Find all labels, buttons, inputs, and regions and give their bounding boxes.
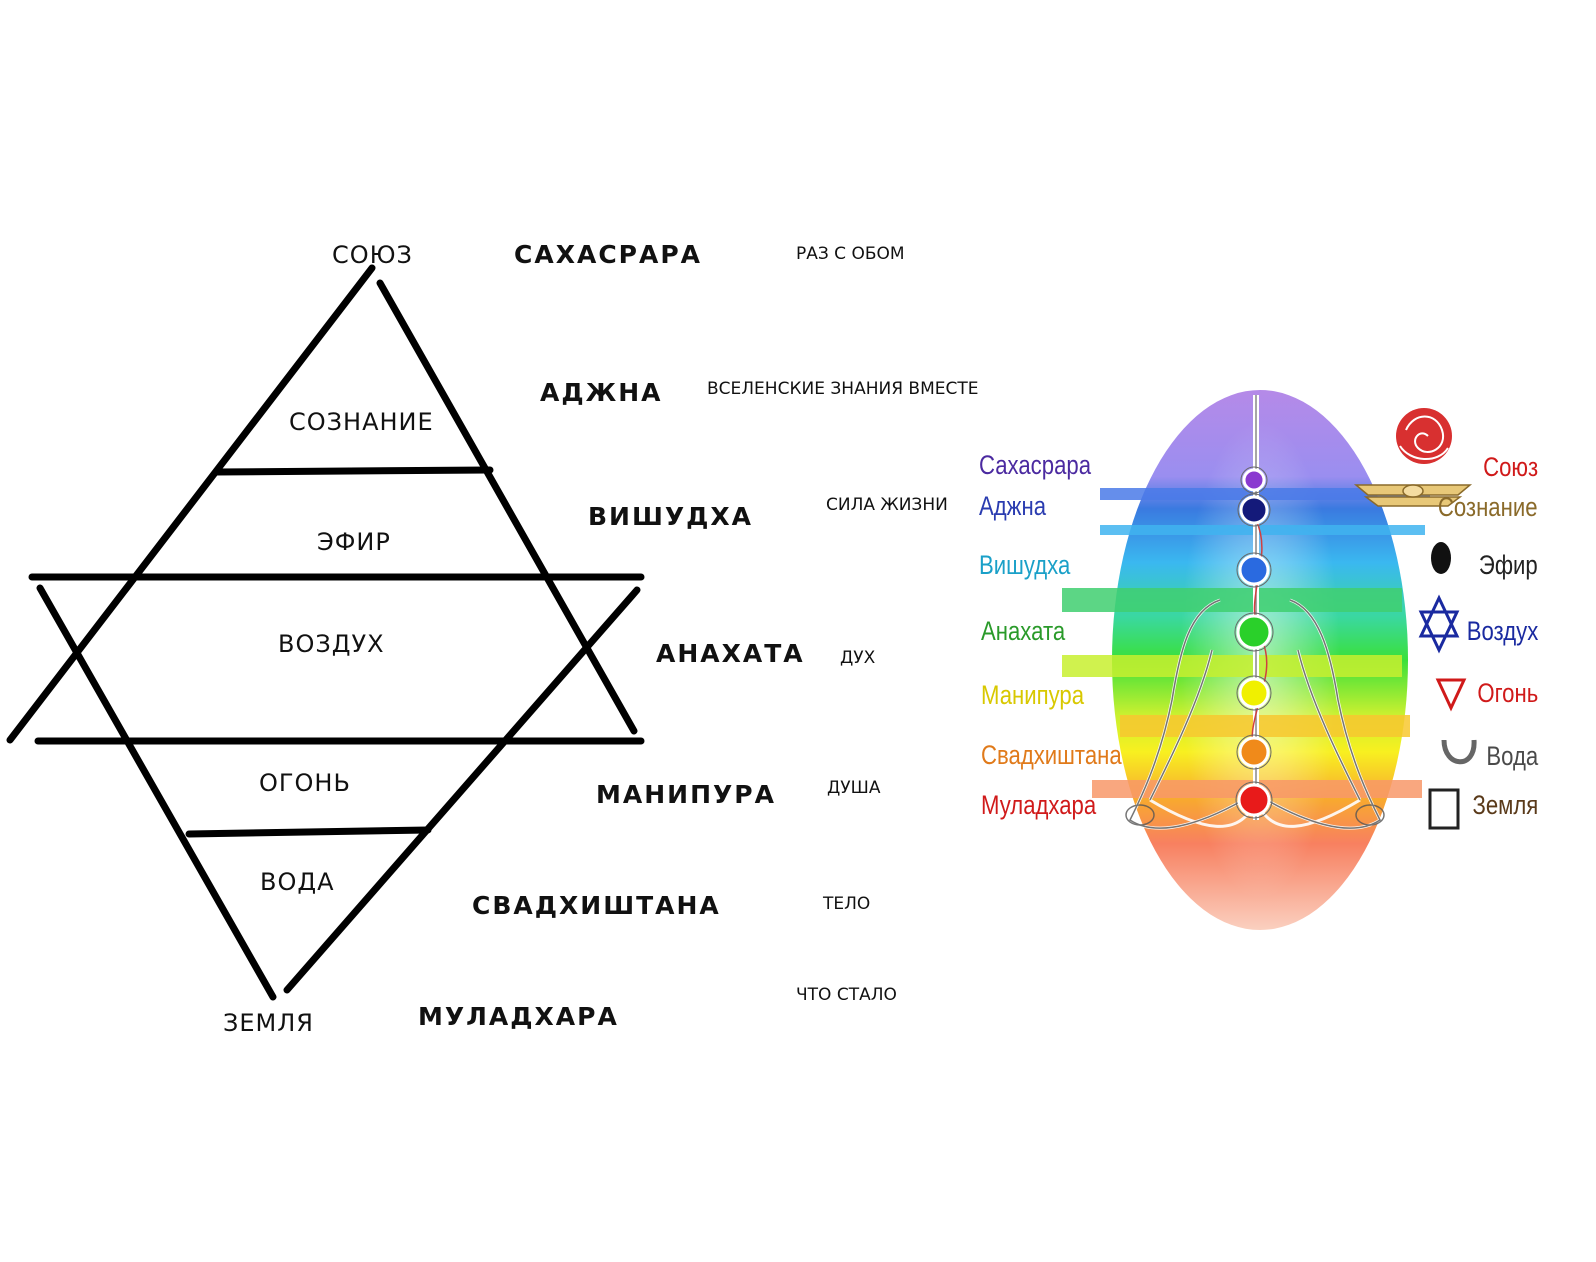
chakra-desc-muladhara: ЧТО СТАЛО bbox=[796, 985, 897, 1005]
pic-label-sahasrara: Сахасрара bbox=[979, 450, 1092, 480]
chakra-name-muladhara: МУЛАДХАРА bbox=[418, 1002, 619, 1031]
chakra-desc-anahata: ДУХ bbox=[840, 648, 876, 668]
chakra-name-svadhisthana: СВАДХИШТАНА bbox=[472, 891, 721, 920]
upper-triangle-left-edge bbox=[6, 264, 376, 744]
triangle-down-icon bbox=[1435, 678, 1467, 712]
label-water: ВОДА bbox=[260, 868, 335, 896]
chakra-point-manipura bbox=[1238, 677, 1270, 709]
pic-label-union: Союз bbox=[1482, 452, 1538, 482]
pic-label-ether: Эфир bbox=[1479, 550, 1538, 580]
chakra-point-svadhisthana bbox=[1238, 736, 1270, 768]
label-air: ВОЗДУХ bbox=[278, 630, 385, 658]
label-earth: ЗЕМЛЯ bbox=[223, 1009, 314, 1037]
label-union: СОЮЗ bbox=[332, 241, 413, 269]
label-fire: ОГОНЬ bbox=[259, 769, 351, 797]
ether-dot-icon bbox=[1431, 542, 1451, 574]
lower-triangle-left-edge bbox=[36, 584, 277, 1001]
pic-label-earth: Земля bbox=[1472, 790, 1538, 820]
chakra-desc-vishuddha: СИЛА ЖИЗНИ bbox=[826, 495, 948, 515]
pic-label-anahata: Анахата bbox=[981, 616, 1066, 646]
rose-icon bbox=[1396, 408, 1452, 464]
chakra-name-manipura: МАНИПУРА bbox=[596, 780, 776, 809]
hexagram-icon bbox=[1418, 594, 1460, 654]
chakra-points bbox=[1236, 468, 1272, 817]
triangle-diagram bbox=[6, 264, 645, 1001]
chakra-name-anahata: АНАХАТА bbox=[656, 639, 805, 668]
pic-label-manipura: Манипура bbox=[981, 680, 1085, 710]
pic-label-water: Вода bbox=[1486, 741, 1538, 771]
meditating-figure bbox=[1128, 598, 1382, 830]
chakra-desc-manipura: ДУША bbox=[827, 778, 881, 798]
chakra-point-vishuddha bbox=[1238, 554, 1270, 586]
square-icon bbox=[1428, 788, 1460, 830]
pic-label-muladhara: Муладхара bbox=[981, 790, 1097, 820]
pic-label-air: Воздух bbox=[1466, 616, 1538, 646]
crescent-icon bbox=[1441, 739, 1477, 765]
chakra-name-sahasrara: САХАСРАРА bbox=[514, 240, 703, 269]
chakra-point-anahata bbox=[1236, 614, 1272, 650]
chakra-point-sahasrara bbox=[1242, 468, 1266, 492]
pic-label-consciousness: Сознание bbox=[1438, 492, 1538, 522]
pic-label-fire: Огонь bbox=[1477, 678, 1538, 708]
chakra-name-ajna: АДЖНА bbox=[540, 378, 663, 407]
line-fire-water bbox=[185, 826, 432, 838]
lower-triangle-right-edge bbox=[283, 586, 641, 994]
label-ether: ЭФИР bbox=[317, 528, 391, 556]
upper-triangle-right-edge bbox=[376, 279, 638, 735]
chakra-desc-ajna: ВСЕЛЕНСКИЕ ЗНАНИЯ ВМЕСТЕ bbox=[707, 379, 979, 399]
aura-oval bbox=[1112, 390, 1408, 930]
chakra-point-muladhara bbox=[1237, 783, 1271, 817]
line-consciousness bbox=[212, 466, 494, 476]
label-consciousness: СОЗНАНИЕ bbox=[289, 408, 434, 436]
pic-label-svadhisthana: Свадхиштана bbox=[981, 740, 1122, 770]
pic-label-vishuddha: Вишудха bbox=[979, 550, 1071, 580]
pic-label-ajna: Аджна bbox=[979, 491, 1047, 521]
chakra-desc-svadhisthana: ТЕЛО bbox=[823, 894, 871, 914]
chakra-name-vishuddha: ВИШУДХА bbox=[588, 502, 754, 531]
chakra-point-ajna bbox=[1239, 495, 1269, 525]
chakra-desc-sahasrara: РАЗ С ОБОМ bbox=[796, 244, 905, 264]
